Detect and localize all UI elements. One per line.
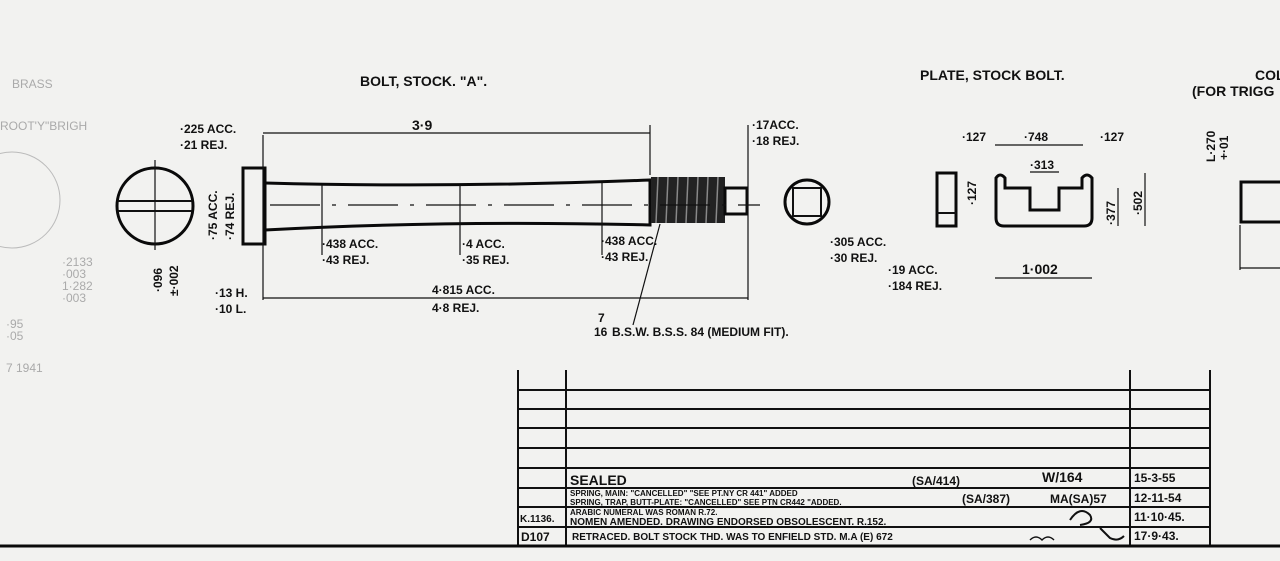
revision-auth: W/164 (1042, 469, 1083, 485)
revision-row: SPRING, MAIN: "CANCELLED" "SEE PT.NY CR … (570, 489, 1182, 507)
dim-slot-width: ·096 (151, 268, 165, 292)
dim-square-acc: ·305 ACC. (830, 235, 886, 249)
faded-notes: BRASS ROOT'Y"BRIGH ·2133 ·003 1·282 ·003… (0, 77, 93, 375)
dim-head-len-rej: ·21 REJ. (180, 138, 227, 152)
collar-partial-drawing: COL (FOR TRIGG L·270 +·01 (1192, 67, 1280, 270)
dim-dia2-acc: ·4 ACC. (462, 237, 505, 251)
revision-text: SPRING, MAIN: "CANCELLED" "SEE PT.NY CR … (570, 489, 798, 498)
dim-dia3-acc: ·438 ACC. (601, 234, 657, 248)
plate-title: PLATE, STOCK BOLT. (920, 67, 1065, 83)
thread-denominator: 16 (594, 325, 608, 339)
revision-table: SEALED (SA/414) W/164 15-3-55 SPRING, MA… (0, 370, 1280, 548)
ghost-note: ·003 (62, 267, 86, 281)
ghost-note: ·2133 (62, 255, 93, 269)
revision-date: 15-3-55 (1134, 471, 1176, 485)
revision-code: K.1136. (520, 514, 555, 525)
dim-dia3-rej: ·43 REJ. (601, 250, 648, 264)
ghost-note: ·95 (6, 317, 24, 331)
dim-length: 3·9 (412, 117, 432, 133)
dim-overall-acc: 4·815 ACC. (432, 283, 495, 297)
dim-plate-middle: ·748 (1024, 130, 1048, 144)
partial-tol: +·01 (1217, 135, 1231, 160)
partial-subtitle: (FOR TRIGG (1192, 83, 1275, 99)
revision-text: RETRACED. BOLT STOCK THD. WAS TO ENFIELD… (572, 532, 893, 543)
revision-text-2: SPRING, TRAP, BUTT-PLATE: "CANCELLED" SE… (570, 498, 842, 507)
bolt-stock-drawing: BOLT, STOCK. "A". 3·9 ·225 ACC. ·21 REJ.… (115, 73, 886, 339)
ghost-note: ·05 (6, 329, 24, 343)
dim-head-len-acc: ·225 ACC. (180, 122, 236, 136)
dim-plate-left: ·127 (962, 130, 986, 144)
partial-title: COL (1255, 67, 1280, 83)
revision-ref: (SA/414) (912, 474, 960, 488)
dim-dia1-rej: ·43 REJ. (322, 253, 369, 267)
ghost-note: 1·282 (62, 279, 93, 293)
bolt-head (241, 166, 267, 246)
revision-code: D107 (521, 530, 550, 544)
dim-dia2-rej: ·35 REJ. (462, 253, 509, 267)
bolt-shank (264, 178, 652, 232)
bolt-tip (723, 186, 749, 216)
dim-plate-slot: ·313 (1030, 158, 1054, 172)
ghost-note: 7 1941 (6, 361, 43, 375)
dim-plate-thickness: ·127 (965, 181, 979, 205)
dim-head-dia-rej: ·74 REJ. (223, 193, 237, 240)
dim-tip-rej: ·18 REJ. (752, 134, 799, 148)
dim-plate-side-rej: ·184 REJ. (888, 279, 942, 293)
revision-date: 17·9·43. (1134, 529, 1179, 543)
revision-text-2: NOMEN AMENDED. DRAWING ENDORSED OBSOLESC… (570, 517, 887, 528)
partial-dim: L·270 (1204, 130, 1218, 162)
revision-row: K.1136. ARABIC NUMERAL WAS ROMAN R.72. N… (520, 508, 1185, 528)
dim-plate-height: ·502 (1131, 191, 1145, 215)
signature-marks (1029, 510, 1125, 542)
dim-square-rej: ·30 REJ. (830, 251, 877, 265)
dim-dia1-acc: ·438 ACC. (322, 237, 378, 251)
revision-ref: (SA/387) (962, 492, 1010, 506)
dim-slot-depth-l: ·10 L. (215, 302, 246, 316)
bolt-square-end-view (783, 178, 831, 226)
revision-date: 12-11-54 (1134, 491, 1182, 505)
revision-row: SEALED (SA/414) W/164 15-3-55 (570, 469, 1176, 488)
dim-tip-acc: ·17ACC. (752, 118, 799, 132)
dim-plate-side-acc: ·19 ACC. (888, 263, 938, 277)
dim-plate-depth: ·377 (1104, 201, 1118, 225)
bolt-title: BOLT, STOCK. "A". (360, 73, 487, 89)
revision-auth: MA(SA)57 (1050, 492, 1107, 506)
ghost-note: ROOT'Y"BRIGH (0, 119, 87, 133)
revision-date: 11·10·45. (1134, 510, 1185, 524)
dim-slot-tol: ±·002 (167, 265, 181, 296)
revision-text: ARABIC NUMERAL WAS ROMAN R.72. (570, 508, 717, 517)
dim-overall-rej: 4·8 REJ. (432, 301, 479, 315)
revision-row: D107 RETRACED. BOLT STOCK THD. WAS TO EN… (521, 529, 1179, 544)
dim-slot-depth-h: ·13 H. (215, 286, 248, 300)
dim-plate-right: ·127 (1100, 130, 1124, 144)
ghost-note: ·003 (62, 291, 86, 305)
thread-numerator: 7 (598, 311, 605, 325)
ghost-note: BRASS (12, 77, 53, 91)
plate-stock-bolt-drawing: PLATE, STOCK BOLT. ·127 ·748 ·127 ·313 ·… (888, 67, 1146, 293)
revision-text: SEALED (570, 472, 627, 488)
dim-head-dia-acc: ·75 ACC. (206, 190, 220, 240)
thread-spec: B.S.W. B.S.S. 84 (MEDIUM FIT). (612, 325, 789, 339)
dim-plate-width: 1·002 (1022, 261, 1058, 277)
